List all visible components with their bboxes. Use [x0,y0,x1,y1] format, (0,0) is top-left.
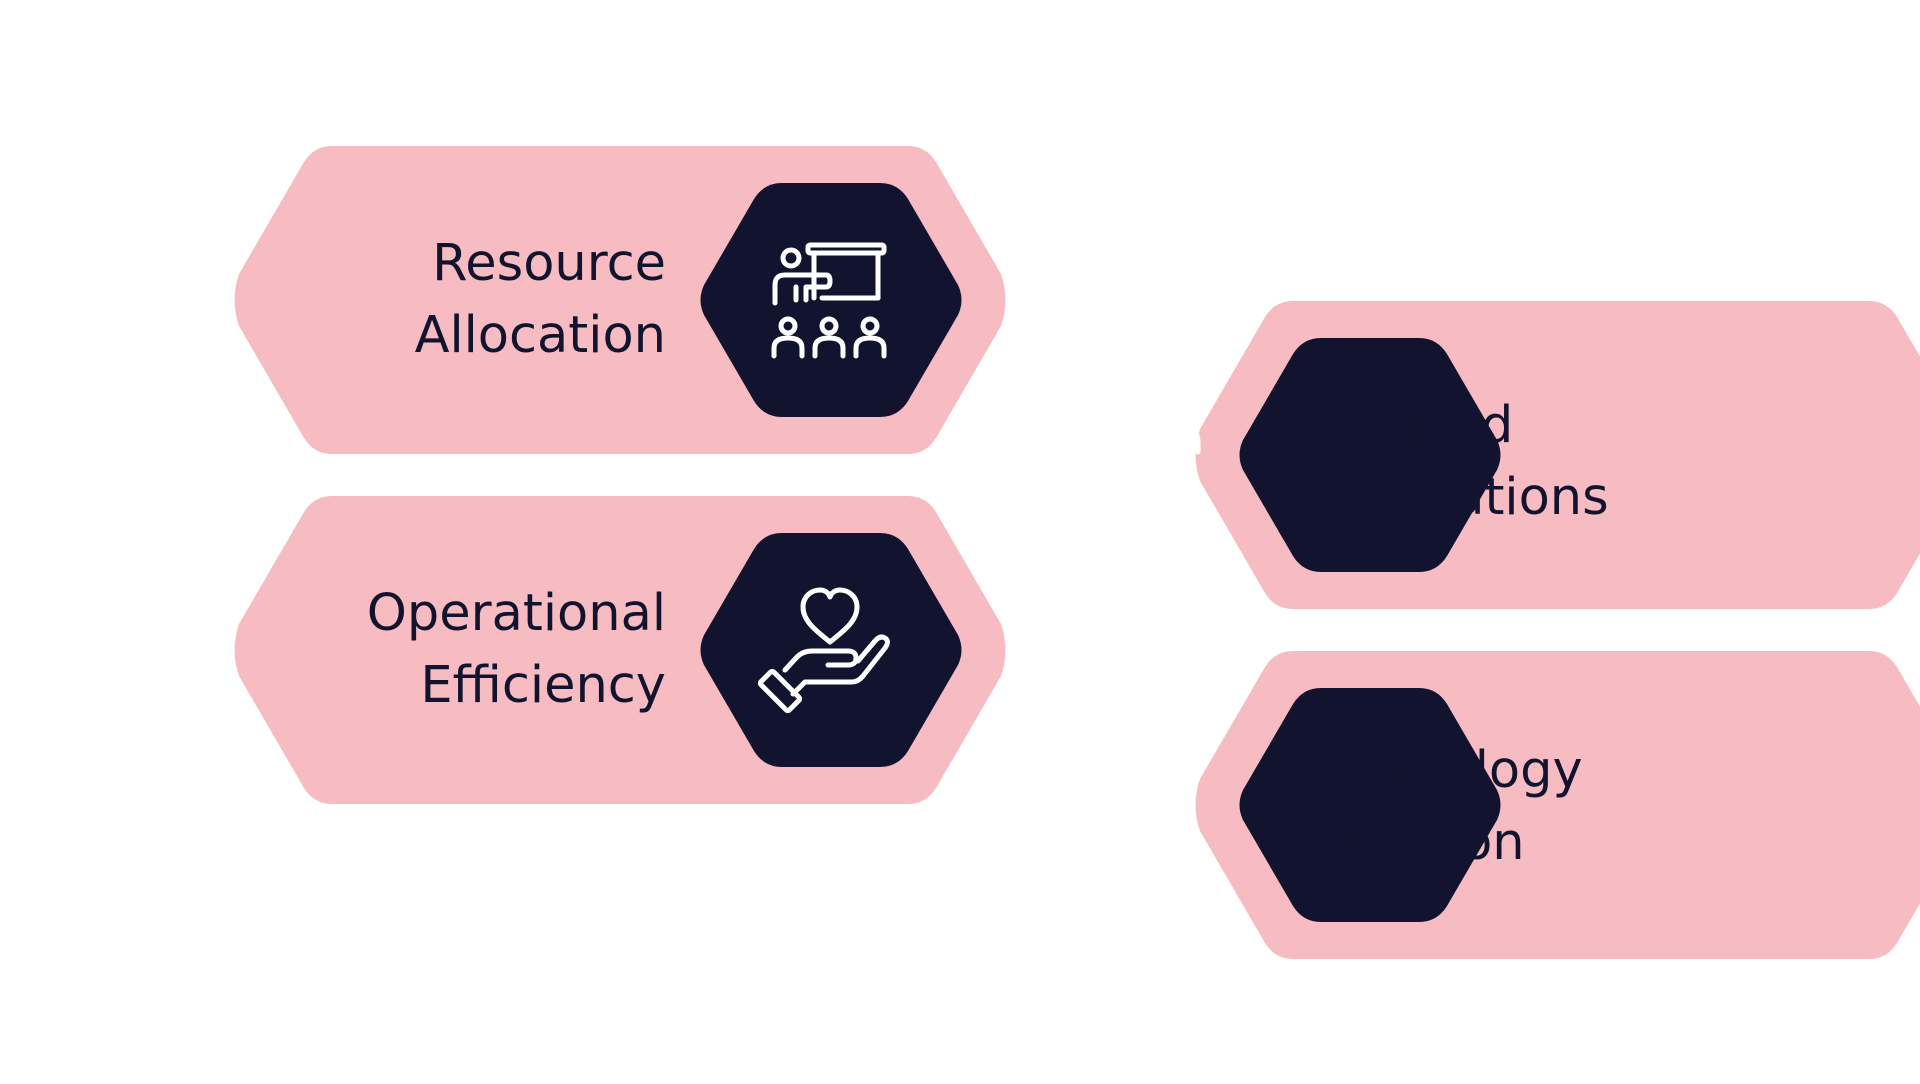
label-line: Technology [1297,735,1583,807]
label-demand-fluctuations: Demand Fluctuations [1297,390,1609,534]
label-resource-allocation: Resource Allocation [415,228,666,372]
label-line: Adoption [1297,807,1583,879]
label-line: Demand [1297,390,1609,462]
label-line: Fluctuations [1297,462,1609,534]
label-line: Operational [367,578,666,650]
people-exchange-icon [1080,398,1198,514]
mountain-flag-icon [1070,755,1198,857]
label-line: Allocation [415,300,666,372]
label-line: Resource [415,228,666,300]
label-technology-adoption: Technology Adoption [1297,735,1583,879]
label-operational-efficiency: Operational Efficiency [367,578,666,722]
label-line: Efficiency [367,650,666,722]
